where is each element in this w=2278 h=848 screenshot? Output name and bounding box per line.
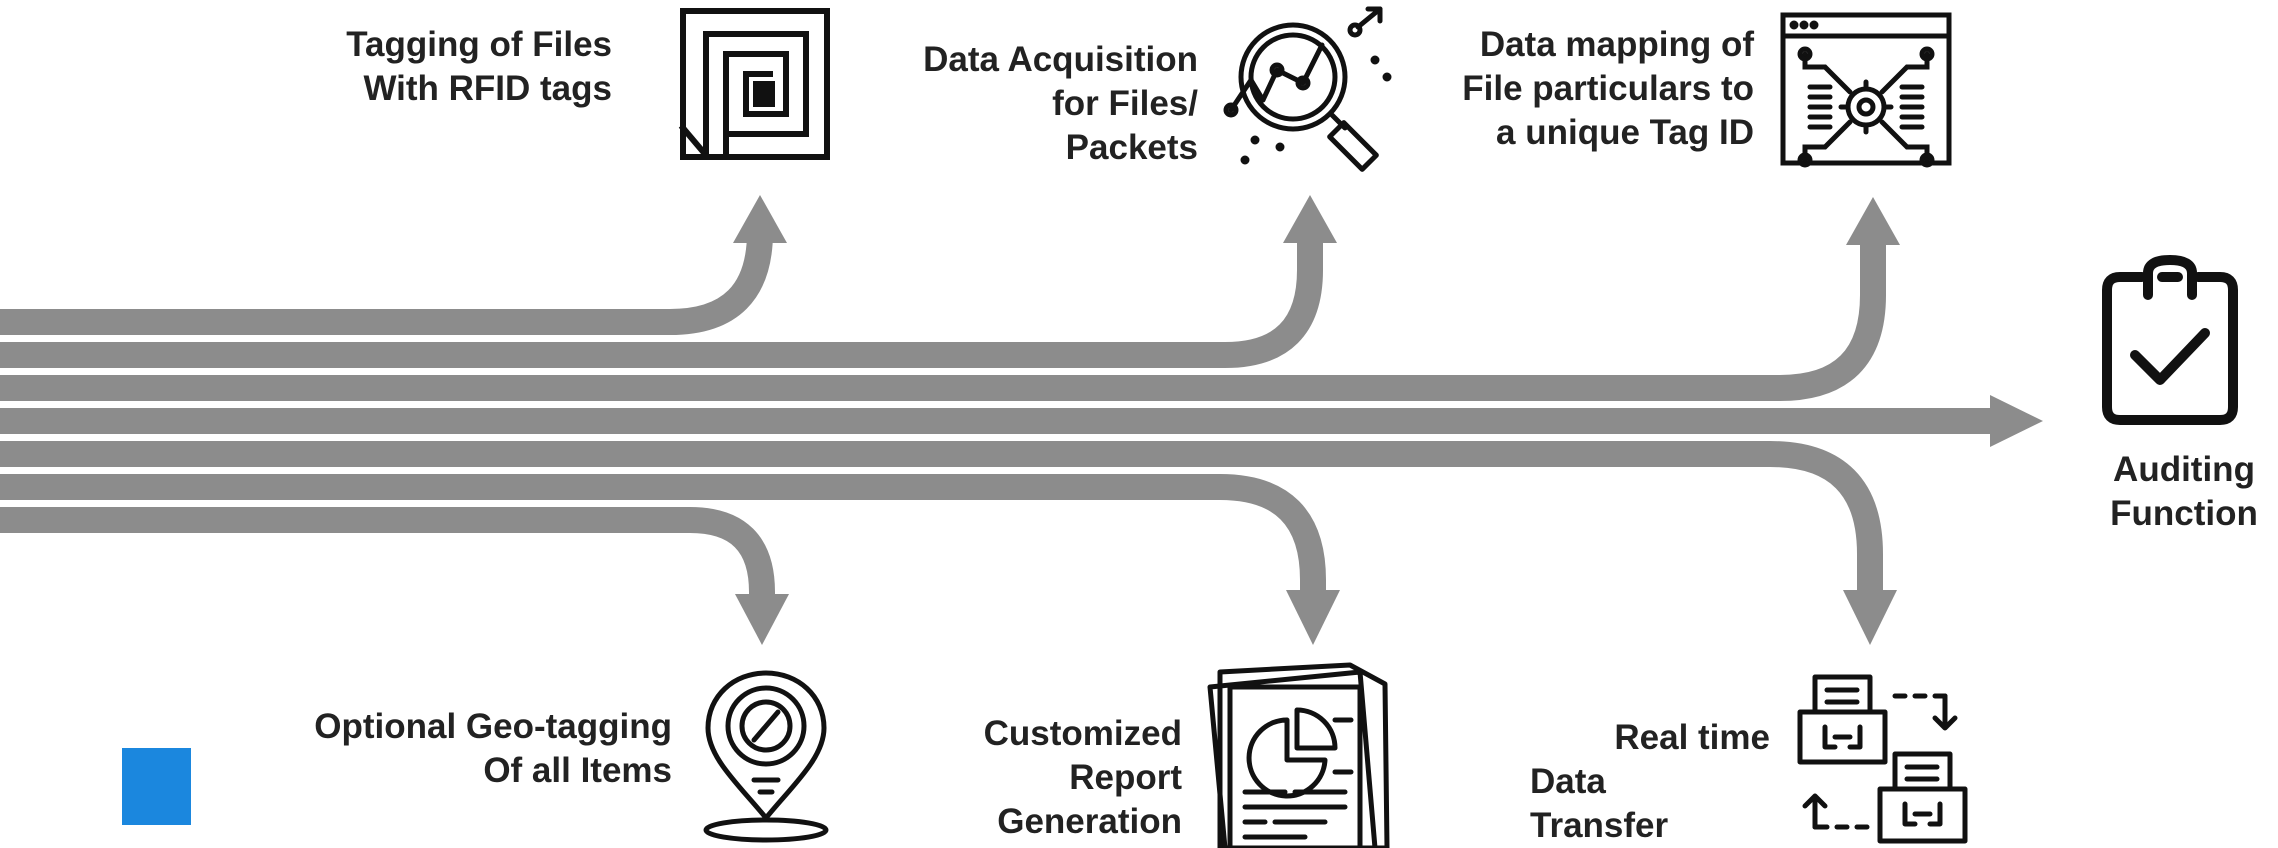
label-geotag: Optional Geo-tagging Of all Items (314, 707, 672, 790)
arrowhead-up-acquisition (1283, 195, 1337, 243)
flow-line-to-acquisition (0, 238, 1323, 368)
label-transfer-data: Data Transfer (1530, 762, 1669, 845)
flow-line-to-mapping (0, 240, 1886, 401)
map-pin-icon (700, 668, 832, 846)
settings-browser-icon (1780, 12, 1952, 172)
flow-line-to-geotag (0, 507, 775, 594)
arrowhead-up-tagging (733, 195, 787, 243)
arrowhead-up-mapping (1846, 197, 1900, 245)
arrowhead-down-report (1286, 590, 1340, 645)
label-report: Customized Report Generation (983, 714, 1182, 841)
accent-square (122, 748, 191, 825)
flow-line-to-report (0, 474, 1326, 590)
arrowhead-right-auditing (1990, 395, 2043, 447)
rfid-tag-icon (678, 8, 830, 160)
label-mapping: Data mapping of File particulars to a un… (1462, 25, 1754, 152)
data-analysis-icon (1223, 5, 1395, 172)
arrowhead-down-geotag (735, 594, 789, 645)
label-transfer-realtime: Real time (1614, 718, 1770, 757)
data-transfer-icon (1795, 672, 1975, 847)
arrowhead-down-transfer (1843, 590, 1897, 645)
flow-line-to-tagging (0, 231, 773, 335)
report-pie-chart-icon (1205, 662, 1390, 848)
label-tagging: Tagging of Files With RFID tags (346, 25, 612, 108)
clipboard-check-icon (2100, 255, 2240, 427)
label-acquisition: Data Acquisition for Files/ Packets (923, 40, 1198, 167)
label-auditing: Auditing Function (2110, 450, 2258, 533)
flow-line-to-transfer (0, 441, 1883, 590)
